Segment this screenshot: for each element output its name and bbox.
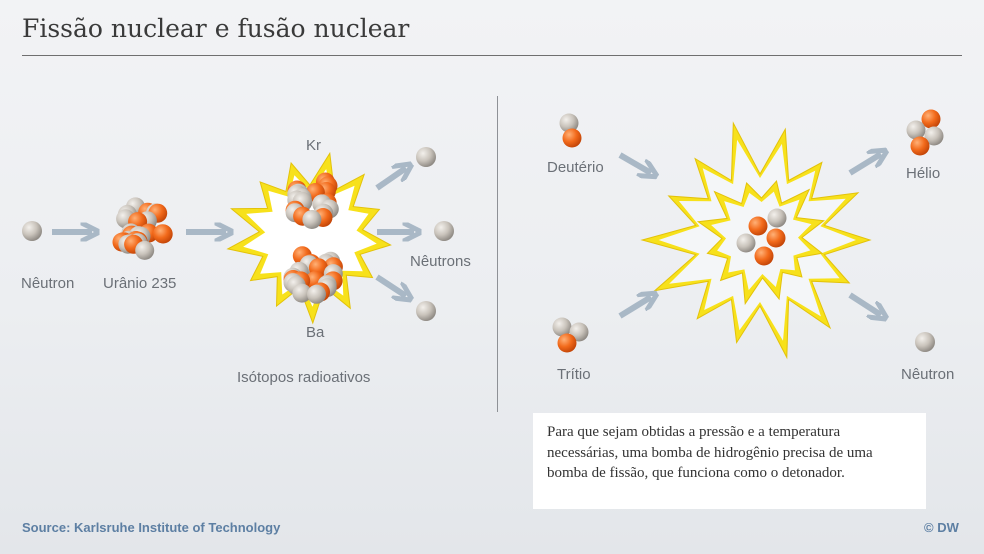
released-neutron (416, 301, 436, 321)
fusion-burst (640, 121, 872, 360)
arrow-tritium-in (618, 297, 651, 319)
copyright: © DW (924, 520, 959, 535)
neutron-particle (736, 233, 756, 253)
neutrons-label: Nêutrons (410, 253, 471, 270)
arrow-split-up (375, 168, 406, 191)
proton (153, 224, 173, 244)
fusion-neutron-label: Nêutron (901, 366, 955, 383)
neutron-particle (307, 284, 326, 304)
page-title: Fissão nuclear e fusão nuclear (22, 14, 410, 43)
uranium-235-nucleus (112, 197, 173, 260)
deuterium-neutron (559, 113, 579, 133)
isotopes-label: Isótopos radioativos (237, 369, 371, 386)
helium-label: Hélio (906, 165, 941, 182)
uranium-label: Urânio 235 (103, 275, 177, 292)
deuterium-proton (562, 128, 582, 148)
proton (754, 246, 774, 266)
tritium-neutron (569, 322, 589, 342)
released-neutron (416, 147, 436, 167)
krypton-label: Kr (306, 137, 321, 154)
released-neutron (434, 221, 454, 241)
arrow-split-down (375, 274, 406, 296)
tritium-proton (557, 333, 577, 353)
neutron-particle (302, 210, 322, 229)
krypton-nucleus (285, 172, 339, 229)
section-divider (497, 96, 498, 412)
fusion-neutron (915, 332, 935, 352)
neutron-particle (767, 208, 787, 228)
neutron-particle (135, 240, 155, 260)
arrow-neutron-out (848, 292, 881, 315)
arrow-deuterium-in (618, 152, 651, 173)
tritium-label: Trítio (557, 366, 591, 383)
fission-burst (226, 151, 392, 325)
barium-label: Ba (306, 324, 325, 341)
barium-nucleus (283, 246, 343, 304)
helium-neutron (906, 120, 926, 140)
neutron-particle (292, 283, 312, 303)
proton (748, 216, 768, 236)
arrow-helium-out (848, 154, 881, 176)
helium-proton (921, 109, 941, 129)
helium-neutron (924, 126, 944, 146)
source-credit: Source: Karlsruhe Institute of Technolog… (22, 520, 281, 535)
tritium-neutron (552, 317, 572, 337)
incoming-neutron (22, 221, 42, 241)
neutron-label: Nêutron (21, 275, 75, 292)
title-divider (22, 55, 962, 56)
particles (22, 109, 944, 353)
deuterium-label: Deutério (547, 159, 604, 176)
proton (766, 228, 786, 248)
explanation-note: Para que sejam obtidas a pressão e a tem… (533, 413, 926, 509)
helium-proton (910, 136, 930, 156)
